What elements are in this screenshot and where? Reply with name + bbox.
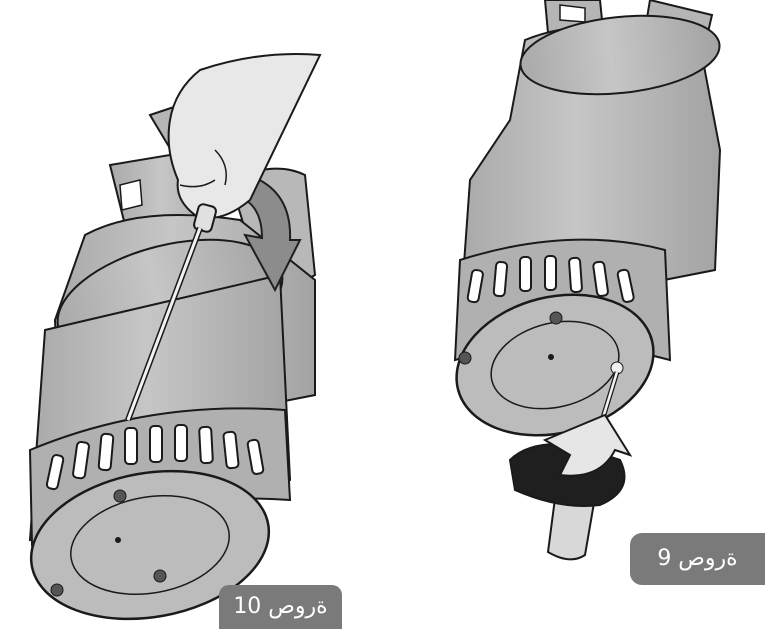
pump-right [442, 0, 724, 559]
pump-left [19, 54, 320, 629]
step-9-caption: ﺓﺭﻭﺹ 9 [630, 533, 765, 585]
step-10-caption: ﺓﺭﻭﺹ 10 [219, 585, 342, 629]
